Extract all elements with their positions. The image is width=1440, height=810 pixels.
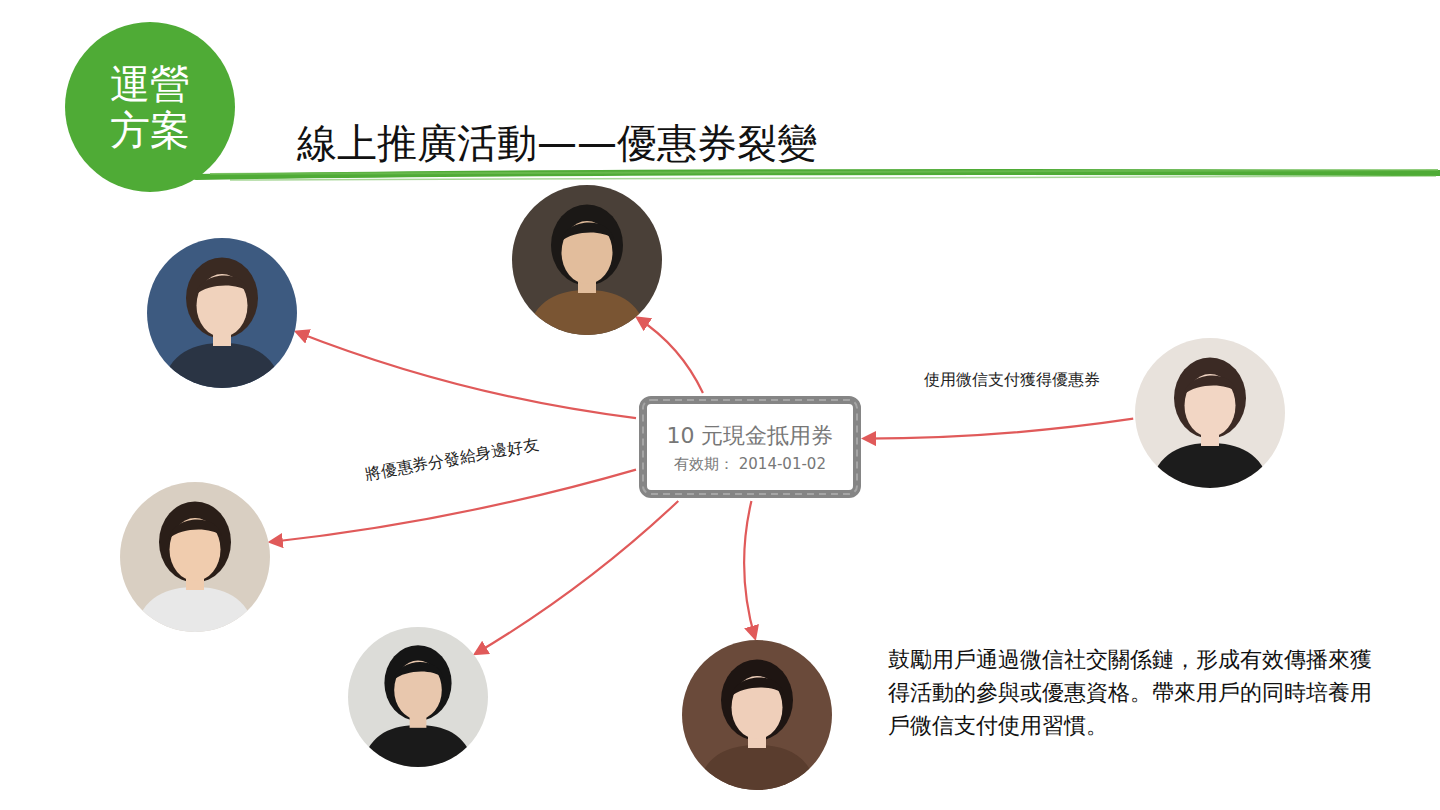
arrow-connector [476,501,679,654]
shoulders [697,745,817,790]
fringe [168,519,222,539]
arrow-connector [271,470,636,542]
edge-label: 使用微信支付獲得優惠券 [921,370,1103,391]
coupon-expiry: 有效期： 2014-01-02 [674,455,826,474]
shoulders [527,290,647,335]
coupon-border-texture [643,400,857,494]
photo-ground [147,238,297,388]
brush-line [210,169,1438,174]
portrait-circle [512,185,662,335]
arrow-connector [864,419,1133,439]
coupon-value: 10 元現金抵用券 [667,421,834,451]
portrait-photo [1135,338,1285,488]
note-text: 鼓勵用戶通過微信社交關係鏈，形成有效傳播來獲得活動的參與或優惠資格。帶來用戶的同… [888,643,1388,742]
photo-ground [348,627,488,767]
fringe [1183,375,1237,395]
shoulders [162,343,282,388]
shoulders [135,587,255,632]
fringe [393,662,443,680]
edge-label: 將優惠券分發給身邊好友 [361,434,544,486]
portrait-circle [348,627,488,767]
portrait-circle [682,640,832,790]
slide-title: 線上推廣活動——優惠券裂變 [297,116,817,171]
portrait-photo [512,185,662,335]
portrait-circle [1135,338,1285,488]
portrait-circle [147,238,297,388]
coupon-border [643,400,857,494]
fringe [560,222,614,242]
shoulders [362,725,474,767]
arrow-connector [744,501,755,638]
shoulders [1150,443,1270,488]
portrait-photo [147,238,297,388]
hair [159,502,231,583]
portrait-photo [348,627,488,767]
photo-ground [682,640,832,790]
fringe [195,275,249,295]
photo-ground [512,185,662,335]
hair [384,645,451,721]
portrait-photo [682,640,832,790]
photo-ground [1135,338,1285,488]
hair [186,258,258,339]
portrait-photo [120,482,270,632]
photo-ground [120,482,270,632]
fringe [730,677,784,697]
hair [721,660,793,741]
section-badge: 運營 方案 [65,22,235,192]
coupon-card: 10 元現金抵用券有效期： 2014-01-02 [638,395,862,499]
hair [551,205,623,286]
arrow-connector [297,332,636,418]
portrait-circle [120,482,270,632]
node-text: 運營 方案 [105,61,195,153]
hair [1174,358,1246,439]
brush-line [230,176,1436,180]
